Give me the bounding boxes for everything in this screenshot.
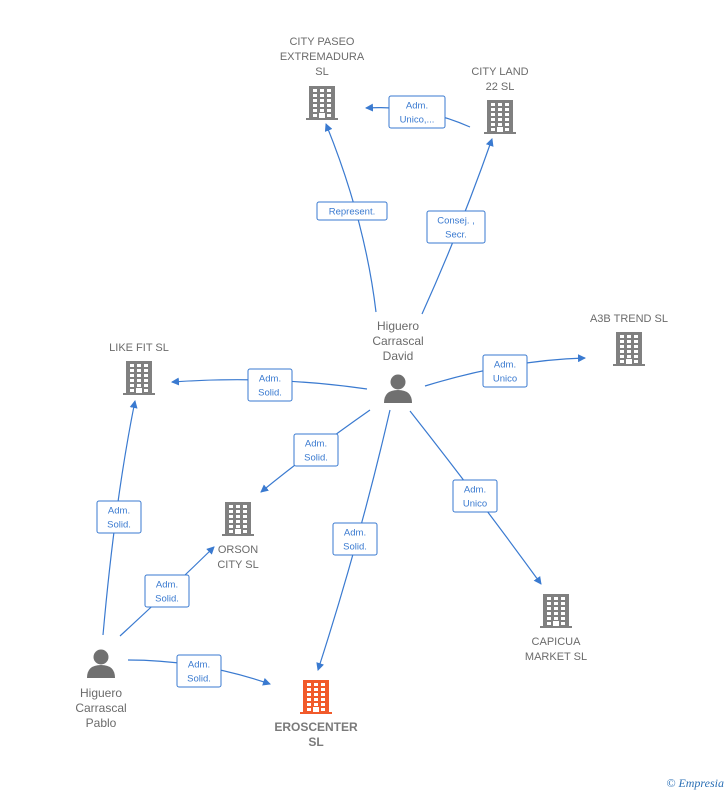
- edge-label-pablo--like-fit[interactable]: Adm. Solid.: [96, 500, 142, 534]
- edge-label-text: Adm.: [344, 528, 366, 539]
- edge-label-david--city-paseo[interactable]: Represent.: [316, 201, 388, 221]
- edge-label-text: Unico: [493, 374, 517, 385]
- edge-label-city-land--city-paseo[interactable]: Adm. Unico,...: [388, 95, 446, 129]
- node-label: A3B TREND SL: [590, 313, 668, 325]
- node-orson[interactable]: ORSON CITY SL: [217, 502, 259, 571]
- node-label: EROSCENTER: [274, 720, 358, 734]
- person-icon: [384, 374, 412, 403]
- building-icon: [222, 502, 254, 536]
- brand-name: Empresia: [678, 776, 724, 790]
- copyright-icon: ©: [666, 776, 676, 790]
- edge-label-text: Consej. ,: [437, 216, 475, 227]
- brand-footer[interactable]: © Empresia: [666, 776, 724, 791]
- node-label: SL: [308, 735, 323, 749]
- edge-label-text: Adm.: [305, 439, 327, 450]
- node-label: Higuero: [80, 686, 122, 700]
- edge-label-text: Solid.: [343, 542, 367, 553]
- edge-label-text: Solid.: [304, 453, 328, 464]
- edge-label-pablo--orson[interactable]: Adm. Solid.: [144, 574, 190, 608]
- node-like-fit[interactable]: LIKE FIT SL: [109, 342, 169, 395]
- edge-label-text: Secr.: [445, 230, 467, 241]
- node-capicua[interactable]: CAPICUA MARKET SL: [525, 594, 587, 663]
- edge-label-text: Adm.: [259, 374, 281, 385]
- node-label: SL: [315, 66, 328, 78]
- person-icon: [87, 649, 115, 678]
- edge-label-text: Solid.: [187, 674, 211, 685]
- edge-label-text: Adm.: [464, 485, 486, 496]
- node-a3b[interactable]: A3B TREND SL: [590, 313, 668, 366]
- node-city-paseo[interactable]: CITY PASEO EXTREMADURA SL: [280, 36, 365, 120]
- node-label: 22 SL: [486, 81, 515, 93]
- node-label: David: [383, 349, 414, 363]
- edge-label-david--a3b[interactable]: Adm. Unico: [482, 354, 528, 388]
- building-icon: [484, 100, 516, 134]
- node-label: CAPICUA: [532, 636, 582, 648]
- edge-label-text: Adm.: [156, 580, 178, 591]
- building-icon: [300, 680, 332, 714]
- edge-label-text: Adm.: [188, 660, 210, 671]
- node-label: Carrascal: [75, 701, 126, 715]
- edge-label-text: Adm.: [494, 360, 516, 371]
- building-icon: [123, 361, 155, 395]
- edge-label-david--capicua[interactable]: Adm. Unico: [452, 479, 498, 513]
- node-label: CITY LAND: [471, 66, 528, 78]
- node-label: Pablo: [86, 716, 117, 730]
- node-label: Higuero: [377, 319, 419, 333]
- edge-label-text: Solid.: [155, 594, 179, 605]
- edge-label-pablo--eroscenter[interactable]: Adm. Solid.: [176, 654, 222, 688]
- edge-label-text: Unico: [463, 499, 487, 510]
- building-icon: [306, 86, 338, 120]
- node-label: Carrascal: [372, 334, 423, 348]
- node-label: LIKE FIT SL: [109, 342, 169, 354]
- building-icon: [613, 332, 645, 366]
- node-label: EXTREMADURA: [280, 51, 365, 63]
- node-label: ORSON: [218, 544, 258, 556]
- edge-label-text: Solid.: [107, 520, 131, 531]
- edge-label-text: Adm.: [108, 506, 130, 517]
- edge-label-david--eroscenter[interactable]: Adm. Solid.: [332, 522, 378, 556]
- edge-label-text: Unico,...: [400, 115, 435, 126]
- node-label: CITY PASEO: [289, 36, 354, 48]
- edge-label-text: Adm.: [406, 101, 428, 112]
- node-label: CITY SL: [217, 559, 258, 571]
- edge-label-text: Solid.: [258, 388, 282, 399]
- node-label: MARKET SL: [525, 651, 587, 663]
- edge-label-text: Represent.: [329, 207, 375, 218]
- edge-label-david--city-land[interactable]: Consej. , Secr.: [426, 210, 486, 244]
- edge-label-david--orson[interactable]: Adm. Solid.: [293, 433, 339, 467]
- node-city-land[interactable]: CITY LAND 22 SL: [471, 66, 529, 134]
- building-icon: [540, 594, 572, 628]
- edge-label-david--like-fit[interactable]: Adm. Solid.: [247, 368, 293, 402]
